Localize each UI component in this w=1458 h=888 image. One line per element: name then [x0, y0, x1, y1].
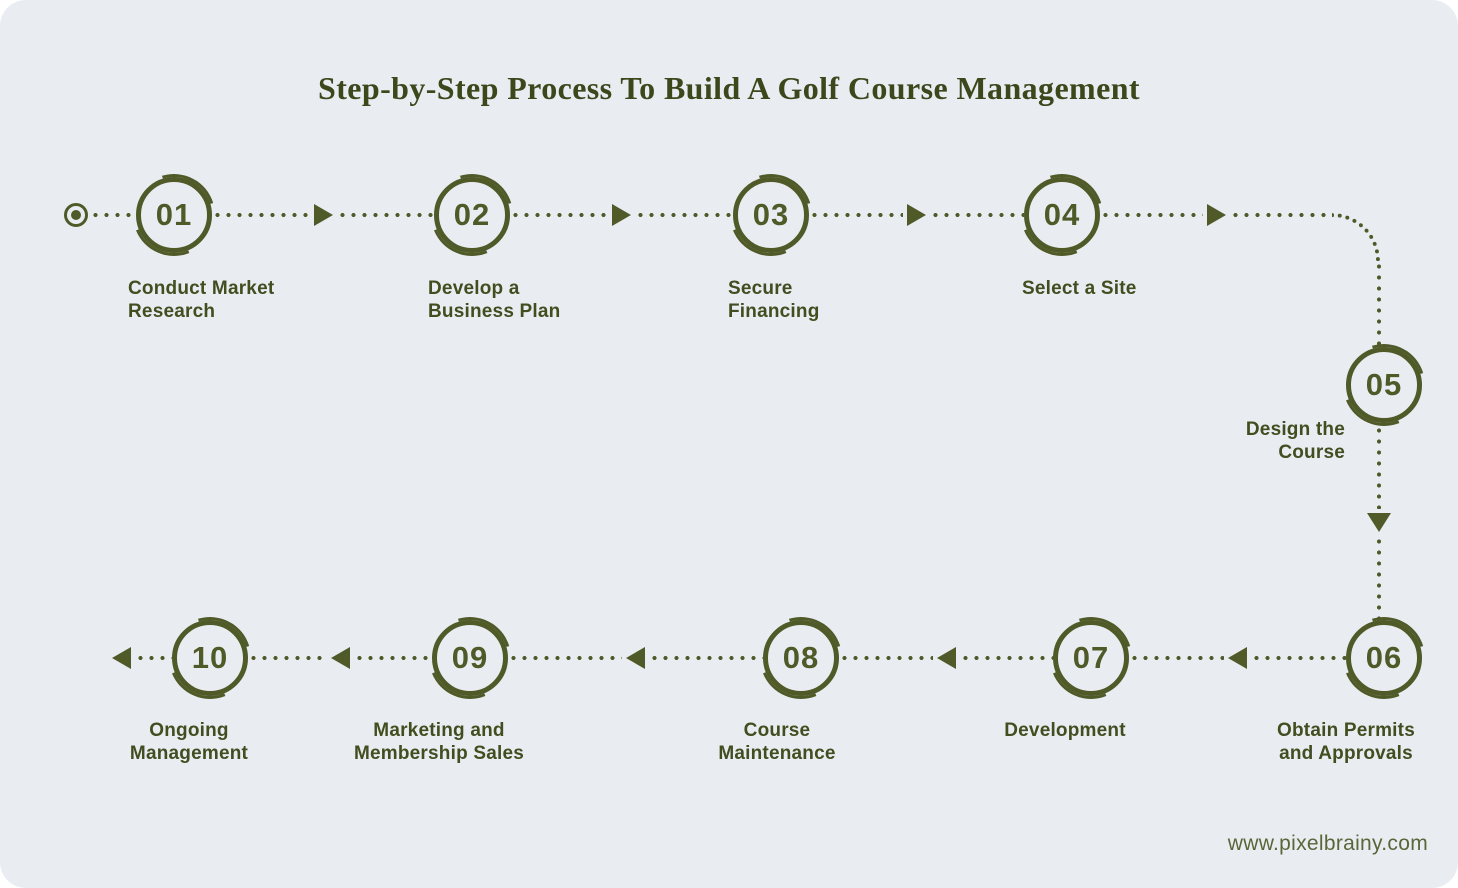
triangle-right-icon	[612, 204, 631, 226]
triangle-right-icon	[313, 204, 333, 226]
triangle-right-icon	[1206, 204, 1226, 226]
dotted-line	[930, 213, 1024, 217]
step-number: 05	[1365, 367, 1403, 402]
connector-start-01	[90, 204, 136, 226]
step-label-line: Ongoing	[149, 720, 229, 741]
triangle-left-icon	[330, 647, 350, 669]
start-bullseye-icon	[64, 203, 88, 227]
step-circle-04: 04	[1024, 177, 1100, 253]
step-number: 04	[1043, 197, 1081, 232]
dotted-line	[248, 656, 327, 660]
connector-05-06	[1366, 425, 1392, 620]
dotted-line	[1377, 261, 1381, 347]
step-label-line: Conduct Market	[128, 278, 275, 299]
triangle-down-icon	[1367, 513, 1391, 532]
step-circle-10: 10	[172, 620, 248, 696]
dotted-line	[1251, 656, 1346, 660]
step-number: 01	[155, 197, 193, 232]
dotted-line	[1229, 213, 1332, 217]
connector-09-10	[248, 647, 432, 669]
dotted-curve-corner	[1332, 213, 1380, 261]
step-label-line: and Approvals	[1279, 743, 1413, 764]
step-label-line: Course	[1278, 442, 1345, 463]
dotted-line	[336, 213, 434, 217]
step-label-10: Ongoing Management	[69, 719, 309, 765]
dotted-line	[508, 656, 622, 660]
triangle-right-icon	[907, 204, 926, 226]
step-number: 07	[1072, 640, 1110, 675]
dotted-line	[649, 656, 763, 660]
step-label-line: Course	[743, 720, 811, 741]
dotted-line	[1100, 213, 1203, 217]
connector-07-08	[839, 647, 1053, 669]
step-label-09: Marketing and Membership Sales	[319, 719, 559, 765]
dotted-line	[1129, 656, 1224, 660]
dotted-line	[959, 656, 1053, 660]
triangle-left-icon	[626, 647, 645, 669]
connector-02-03	[510, 204, 733, 226]
dotted-line	[635, 213, 733, 217]
step-label-line: Maintenance	[718, 743, 836, 764]
step-label-line: Obtain Permits	[1277, 720, 1415, 741]
step-circle-02: 02	[434, 177, 510, 253]
dotted-line	[353, 656, 432, 660]
step-circle-09: 09	[432, 620, 508, 696]
connector-08-09	[508, 647, 763, 669]
dotted-line	[135, 656, 172, 660]
step-circle-08: 08	[763, 620, 839, 696]
page-title: Step-by-Step Process To Build A Golf Cou…	[318, 70, 1140, 106]
dotted-line	[839, 656, 933, 660]
dotted-line	[809, 213, 903, 217]
triangle-left-icon	[1228, 647, 1247, 669]
step-number: 02	[453, 197, 491, 232]
step-label-07: Development	[945, 719, 1185, 742]
step-number: 10	[191, 640, 229, 675]
step-label-line: Select a Site	[1022, 278, 1137, 299]
dotted-line	[1377, 536, 1381, 620]
connector-10-end	[108, 647, 172, 669]
step-number: 09	[451, 640, 489, 675]
step-label-line: Business Plan	[428, 301, 561, 322]
connector-06-07	[1129, 647, 1346, 669]
dotted-line	[510, 213, 608, 217]
dotted-line	[1377, 425, 1381, 509]
connector-03-04	[809, 204, 1024, 226]
connector-04-05	[1100, 204, 1332, 226]
step-label-06: Obtain Permits and Approvals	[1226, 719, 1458, 765]
step-circle-07: 07	[1053, 620, 1129, 696]
step-number: 03	[752, 197, 790, 232]
step-label-line: Design the	[1245, 419, 1345, 440]
step-label-line: Research	[128, 301, 216, 322]
step-label-08: Course Maintenance	[657, 719, 897, 765]
step-label-line: Membership Sales	[353, 743, 525, 764]
step-label-01: Conduct Market Research	[128, 277, 274, 323]
step-label-04: Select a Site	[1022, 277, 1137, 300]
bullseye-center-dot	[71, 210, 81, 220]
step-label-line: Management	[129, 743, 249, 764]
website-text: www.pixelbrainy.com	[1227, 832, 1428, 855]
step-label-line: Secure	[728, 278, 793, 299]
step-number: 06	[1365, 640, 1403, 675]
triangle-left-icon	[112, 647, 131, 669]
step-label-line: Develop a	[428, 278, 520, 299]
connector-curve-05	[1366, 261, 1392, 347]
triangle-left-icon	[936, 647, 956, 669]
step-label-line: Financing	[728, 301, 820, 322]
step-circle-06: 06	[1346, 620, 1422, 696]
dotted-line	[90, 213, 136, 217]
step-label-05: Design the Course	[1145, 418, 1345, 464]
step-label-line: Marketing and	[373, 720, 505, 741]
step-label-03: Secure Financing	[728, 277, 820, 323]
step-circle-05: 05	[1346, 347, 1422, 423]
step-number: 08	[782, 640, 820, 675]
step-circle-01: 01	[136, 177, 212, 253]
connector-01-02	[212, 204, 434, 226]
step-circle-03: 03	[733, 177, 809, 253]
step-label-line: Development	[1004, 720, 1126, 741]
dotted-line	[212, 213, 310, 217]
step-label-02: Develop a Business Plan	[428, 277, 560, 323]
